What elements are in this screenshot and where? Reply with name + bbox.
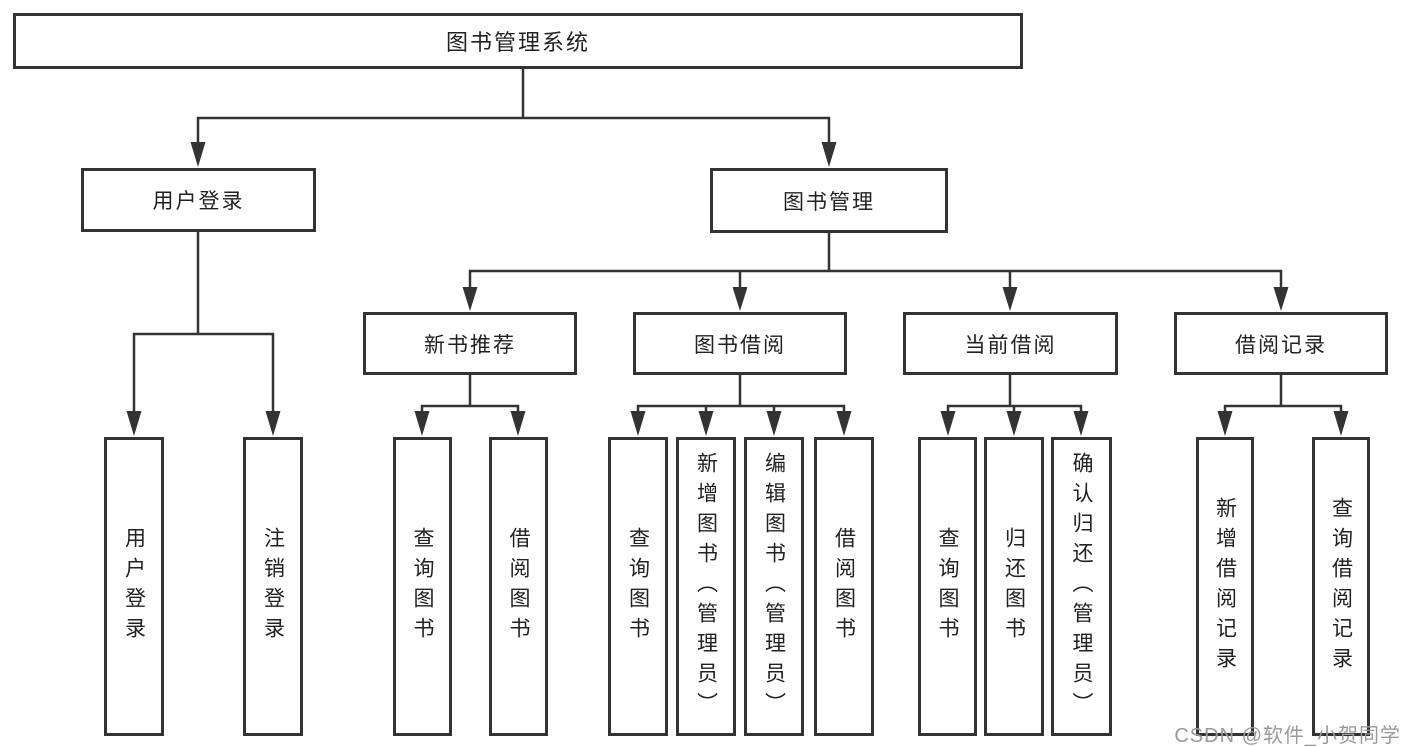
leaf-query-borrow-record-label: 查询借阅记录	[1329, 496, 1353, 677]
leaf-add-book-admin-label: 新增图书（管理员）	[694, 451, 718, 722]
leaf-borrow-books-1: 借阅图书	[489, 437, 548, 736]
leaf-query-books-3-label: 查询图书	[936, 526, 959, 647]
node-book-borrow-label: 图书借阅	[694, 333, 786, 357]
arrowhead-query-borrow-record	[1333, 411, 1349, 436]
arrowhead-leaf-user-login	[126, 411, 142, 436]
leaf-borrow-books-2: 借阅图书	[814, 437, 874, 736]
node-new-book-recommend: 新书推荐	[363, 312, 577, 375]
arrowhead-leaf-logout	[265, 411, 281, 436]
arrowhead-confirm-return	[1073, 411, 1089, 436]
connector-level1-branch	[196, 116, 831, 145]
node-current-borrow-label: 当前借阅	[964, 333, 1057, 357]
node-new-book-recommend-label: 新书推荐	[424, 333, 516, 357]
node-book-management-label: 图书管理	[783, 190, 875, 214]
arrowhead-borrow-books-2	[836, 411, 852, 436]
leaf-return-book-label: 归还图书	[1002, 526, 1026, 647]
leaf-query-borrow-record: 查询借阅记录	[1312, 437, 1370, 736]
connector-borrow-records-branch	[1223, 404, 1343, 414]
leaf-query-books-1-label: 查询图书	[411, 526, 434, 647]
arrowhead-query-books-1	[414, 411, 430, 436]
node-current-borrow: 当前借阅	[903, 312, 1118, 375]
arrowhead-current-borrow	[1002, 287, 1018, 311]
leaf-logout-label: 注销登录	[261, 526, 285, 647]
connector-current-borrow-branch	[946, 404, 1083, 414]
connector-level3-branch	[468, 269, 1283, 290]
arrowhead-borrow-records	[1273, 287, 1289, 311]
node-user-login-label: 用户登录	[152, 190, 245, 213]
node-book-management: 图书管理	[710, 168, 948, 233]
node-root-label: 图书管理系统	[445, 30, 590, 55]
leaf-query-books-3: 查询图书	[918, 437, 977, 736]
arrowhead-edit-book	[766, 411, 782, 436]
leaf-edit-book-admin-label: 编辑图书（管理员）	[762, 451, 786, 722]
leaf-query-books-2-label: 查询图书	[626, 526, 650, 647]
arrowhead-user-login	[190, 142, 206, 167]
leaf-query-books-2: 查询图书	[608, 437, 668, 736]
arrowhead-query-books-2	[630, 411, 646, 436]
leaf-add-borrow-record-label: 新增借阅记录	[1213, 496, 1237, 677]
node-user-login: 用户登录	[81, 168, 316, 232]
leaf-borrow-books-2-label: 借阅图书	[832, 526, 856, 647]
leaf-confirm-return-admin: 确认归还（管理员）	[1051, 437, 1112, 736]
leaf-confirm-return-admin-label: 确认归还（管理员）	[1070, 451, 1093, 722]
node-root-library-system: 图书管理系统	[13, 13, 1023, 69]
arrowhead-borrow-books-1	[510, 411, 526, 436]
leaf-query-books-1: 查询图书	[393, 437, 452, 736]
connector-new-book-branch	[420, 404, 520, 414]
arrowhead-add-book	[698, 411, 714, 436]
arrowhead-new-book-recommend	[462, 287, 478, 311]
node-borrow-records-label: 借阅记录	[1235, 333, 1327, 357]
leaf-add-book-admin: 新增图书（管理员）	[676, 437, 736, 736]
node-book-borrow: 图书借阅	[633, 312, 847, 375]
leaf-edit-book-admin: 编辑图书（管理员）	[744, 437, 804, 736]
leaf-user-login-label: 用户登录	[122, 526, 146, 647]
arrowhead-book-borrow	[732, 287, 748, 311]
connector-book-borrow-branch	[636, 404, 846, 414]
arrowhead-add-borrow-record	[1217, 411, 1233, 436]
connector-user-login-branch	[132, 332, 275, 414]
arrowhead-return-book	[1006, 411, 1022, 436]
leaf-user-login: 用户登录	[104, 437, 164, 736]
watermark-text: CSDN @软件_小贺同学	[1174, 725, 1401, 747]
leaf-logout: 注销登录	[243, 437, 303, 736]
leaf-add-borrow-record: 新增借阅记录	[1196, 437, 1254, 736]
arrowhead-book-management	[821, 142, 837, 167]
leaf-return-book: 归还图书	[984, 437, 1044, 736]
leaf-borrow-books-1-label: 借阅图书	[507, 526, 530, 647]
node-borrow-records: 借阅记录	[1174, 312, 1388, 375]
arrowhead-query-books-3	[940, 411, 956, 436]
